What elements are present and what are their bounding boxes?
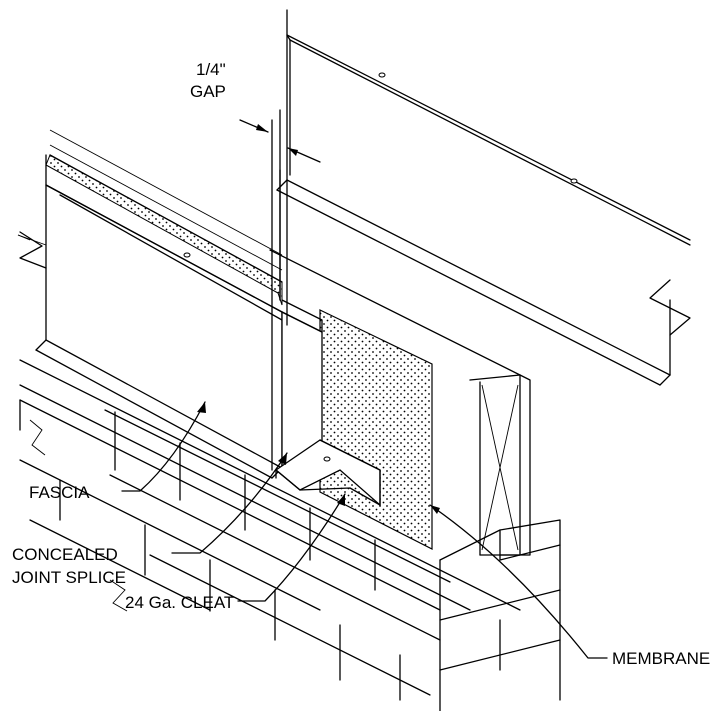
splice-label-line1: CONCEALED <box>12 545 118 564</box>
gap-value-label: 1/4" <box>196 60 226 79</box>
labels: 1/4" GAP FASCIA CONCEALED JOINT SPLICE 2… <box>12 60 710 668</box>
cleat <box>274 439 381 507</box>
left-fascia-panel <box>17 129 283 479</box>
membrane <box>319 309 433 550</box>
wood-nailer <box>269 249 531 556</box>
fascia-label: FASCIA <box>29 483 90 502</box>
cleat-label: 24 Ga. CLEAT <box>125 593 234 612</box>
brick-wall <box>19 359 561 711</box>
leader-lines <box>121 401 608 659</box>
membrane-label: MEMBRANE <box>612 649 710 668</box>
gap-indicator <box>239 109 321 471</box>
splice-label-line2: JOINT SPLICE <box>12 568 126 587</box>
gap-label: GAP <box>190 82 226 101</box>
